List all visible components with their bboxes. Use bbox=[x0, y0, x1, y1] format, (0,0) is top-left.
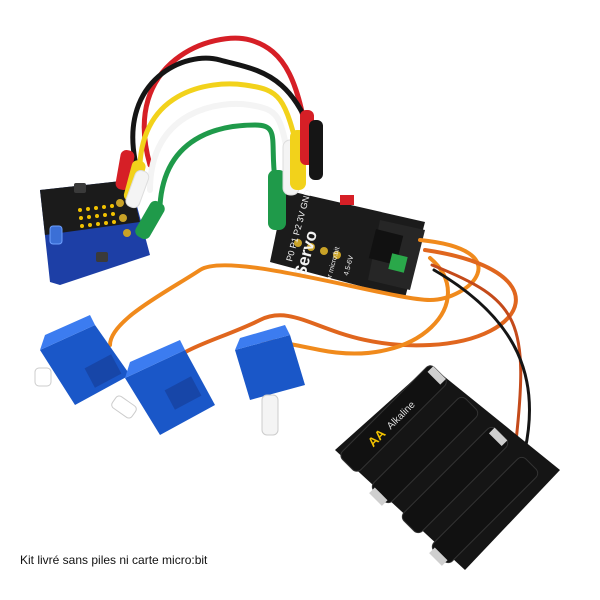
servo-motor-1 bbox=[34, 315, 130, 405]
battery-holder: AA Alkaline bbox=[335, 365, 560, 570]
crocodile-clips-left bbox=[115, 150, 165, 240]
servo-motor-3 bbox=[235, 325, 305, 436]
servo-cables bbox=[108, 238, 532, 452]
crocodile-clips-right bbox=[268, 110, 323, 230]
microbit-board bbox=[40, 180, 150, 285]
servo-driver-board: Servo for micro:bit P0 P1 P2 3V GND 4.5-… bbox=[270, 188, 425, 298]
servo-motor-2 bbox=[111, 340, 215, 435]
aa-batteries: AA Alkaline bbox=[340, 365, 539, 566]
jumper-wires bbox=[130, 35, 323, 208]
caption-text: Kit livré sans piles ni carte micro:bit bbox=[20, 553, 208, 567]
